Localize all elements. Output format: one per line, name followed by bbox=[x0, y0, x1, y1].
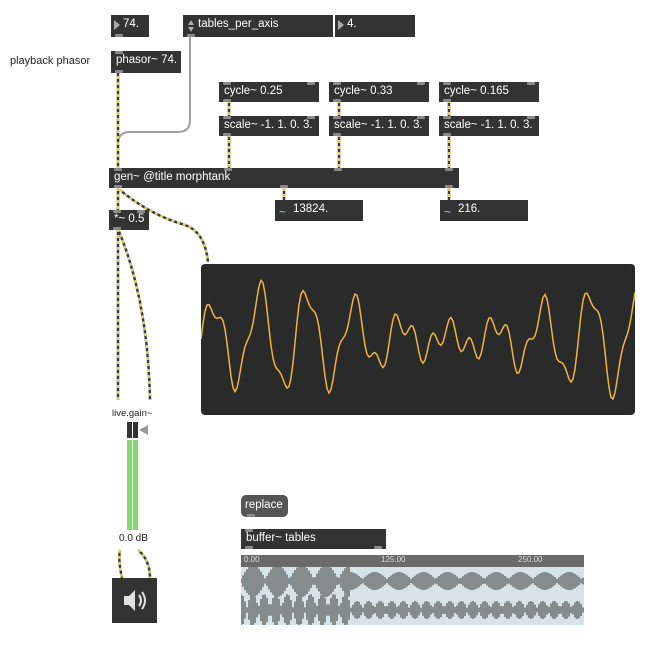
ezdac-button[interactable] bbox=[112, 578, 157, 623]
number-value: 4. bbox=[347, 18, 357, 30]
object-text: scale~ -1. 1. 0. 3. bbox=[444, 119, 533, 131]
object-text: gen~ @title morphtank bbox=[114, 171, 231, 183]
inlet[interactable] bbox=[115, 51, 123, 54]
cycle-object-1[interactable]: cycle~ 0.25 bbox=[219, 82, 319, 102]
object-text: cycle~ 0.33 bbox=[334, 85, 393, 97]
object-text: buffer~ tables bbox=[246, 532, 316, 544]
live-gain-title: live.gain~ bbox=[112, 408, 153, 419]
multiply-signal-object[interactable]: *~ 0.5 bbox=[109, 210, 149, 230]
outlet[interactable] bbox=[115, 34, 123, 37]
outlet[interactable] bbox=[187, 34, 195, 37]
replace-message-button[interactable]: replace bbox=[241, 495, 288, 517]
signal-wave-icon: ~ bbox=[444, 205, 452, 219]
scale-object-2[interactable]: scale~ -1. 1. 0. 3. bbox=[329, 116, 429, 136]
oscilloscope-display[interactable] bbox=[200, 264, 636, 415]
outlet[interactable] bbox=[115, 70, 123, 73]
cycle-object-2[interactable]: cycle~ 0.33 bbox=[329, 82, 429, 102]
stepper-arrows-icon[interactable] bbox=[187, 19, 195, 33]
tables-per-axis-umenu[interactable]: tables_per_axis bbox=[183, 15, 333, 37]
number-value: 74. bbox=[123, 18, 139, 30]
object-text: phasor~ 74. bbox=[116, 54, 178, 66]
waveform-trace bbox=[200, 279, 636, 401]
message-text: replace bbox=[245, 499, 283, 511]
ruler-label: 125.00 bbox=[381, 555, 406, 564]
buffer-waveform bbox=[241, 567, 584, 625]
number-triangle-icon bbox=[114, 20, 120, 30]
number-signal-display-1[interactable]: ~ 13824. bbox=[275, 200, 363, 221]
signal-value: 13824. bbox=[293, 203, 329, 215]
object-text: *~ 0.5 bbox=[114, 213, 145, 225]
object-text: cycle~ 0.165 bbox=[444, 85, 509, 97]
gain-pointer-icon[interactable] bbox=[139, 425, 149, 435]
ruler-label: 250.00 bbox=[518, 555, 543, 564]
gen-object[interactable]: gen~ @title morphtank bbox=[109, 168, 459, 188]
playback-phasor-comment: playback phasor bbox=[10, 55, 91, 67]
scale-object-1[interactable]: scale~ -1. 1. 0. 3. bbox=[219, 116, 319, 136]
number-box-74[interactable]: 74. bbox=[111, 15, 149, 37]
object-text: cycle~ 0.25 bbox=[224, 85, 283, 97]
cycle-object-3[interactable]: cycle~ 0.165 bbox=[439, 82, 539, 102]
number-box-4[interactable]: 4. bbox=[335, 15, 415, 37]
number-signal-display-2[interactable]: ~ 216. bbox=[440, 200, 528, 221]
buffer-object[interactable]: buffer~ tables bbox=[241, 529, 386, 549]
signal-value: 216. bbox=[458, 203, 481, 215]
umenu-label: tables_per_axis bbox=[198, 18, 279, 30]
scale-object-3[interactable]: scale~ -1. 1. 0. 3. bbox=[439, 116, 539, 136]
object-text: scale~ -1. 1. 0. 3. bbox=[334, 119, 423, 131]
speaker-icon bbox=[124, 590, 146, 611]
object-text: scale~ -1. 1. 0. 3. bbox=[224, 119, 313, 131]
live-gain-slider[interactable] bbox=[127, 422, 151, 530]
buffer-ruler: 0.00 125.00 250.00 bbox=[241, 555, 584, 567]
live-gain-value: 0.0 dB bbox=[119, 533, 148, 544]
phasor-object[interactable]: phasor~ 74. bbox=[111, 51, 181, 73]
signal-wave-icon: ~ bbox=[279, 205, 287, 219]
waveform-buffer-display[interactable]: 0.00 125.00 250.00 bbox=[241, 555, 584, 625]
ruler-label: 0.00 bbox=[244, 555, 260, 564]
number-triangle-icon bbox=[338, 20, 344, 30]
